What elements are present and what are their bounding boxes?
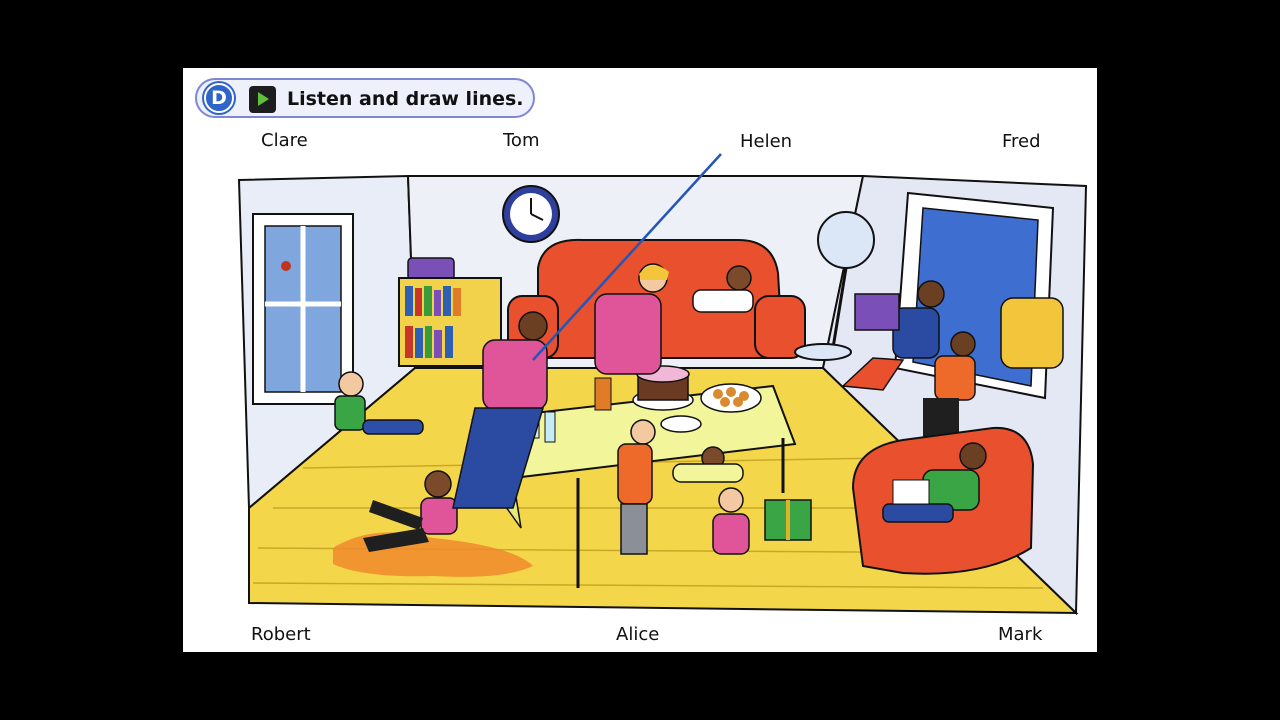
exercise-header: D Listen and draw lines. <box>195 78 535 118</box>
name-mark[interactable]: Mark <box>998 624 1043 645</box>
hanging-coat <box>1000 297 1064 369</box>
electric-fan <box>817 211 875 269</box>
boy-on-floor-with-game <box>334 371 424 435</box>
boy-in-orange-at-table <box>617 419 656 555</box>
woman-with-blonde-hair <box>594 263 669 375</box>
boy-carrying-present <box>841 280 945 391</box>
name-tom[interactable]: Tom <box>503 130 540 151</box>
books <box>405 286 461 358</box>
plate-of-cakes <box>660 415 702 433</box>
spider-icon <box>281 261 291 271</box>
exercise-letter-badge: D <box>204 83 234 113</box>
name-helen[interactable]: Helen <box>740 131 793 152</box>
name-robert[interactable]: Robert <box>251 624 311 645</box>
boy-under-table <box>672 446 744 483</box>
name-clare[interactable]: Clare <box>261 130 308 151</box>
answer-line-helen <box>532 153 722 361</box>
boy-in-armchair <box>851 426 1035 575</box>
girl-with-present <box>712 487 812 555</box>
party-scene-illustration <box>237 153 1088 616</box>
exercise-instruction: Listen and draw lines. <box>287 88 524 110</box>
worksheet-page: D Listen and draw lines. Clare Tom Helen… <box>183 68 1097 652</box>
name-fred[interactable]: Fred <box>1002 131 1041 152</box>
boy-hanging-coat <box>923 297 1064 448</box>
gift-box-purple <box>854 293 900 331</box>
play-icon <box>258 92 269 106</box>
juice-carton <box>594 377 612 411</box>
girl-slipping-on-juice <box>363 470 458 552</box>
radio <box>407 257 455 281</box>
boy-on-sofa-with-phone <box>692 265 754 313</box>
woman-in-pink-pouring <box>452 311 548 509</box>
play-audio-button[interactable] <box>249 86 276 113</box>
name-alice[interactable]: Alice <box>616 624 660 645</box>
paper-sheet <box>892 479 930 505</box>
